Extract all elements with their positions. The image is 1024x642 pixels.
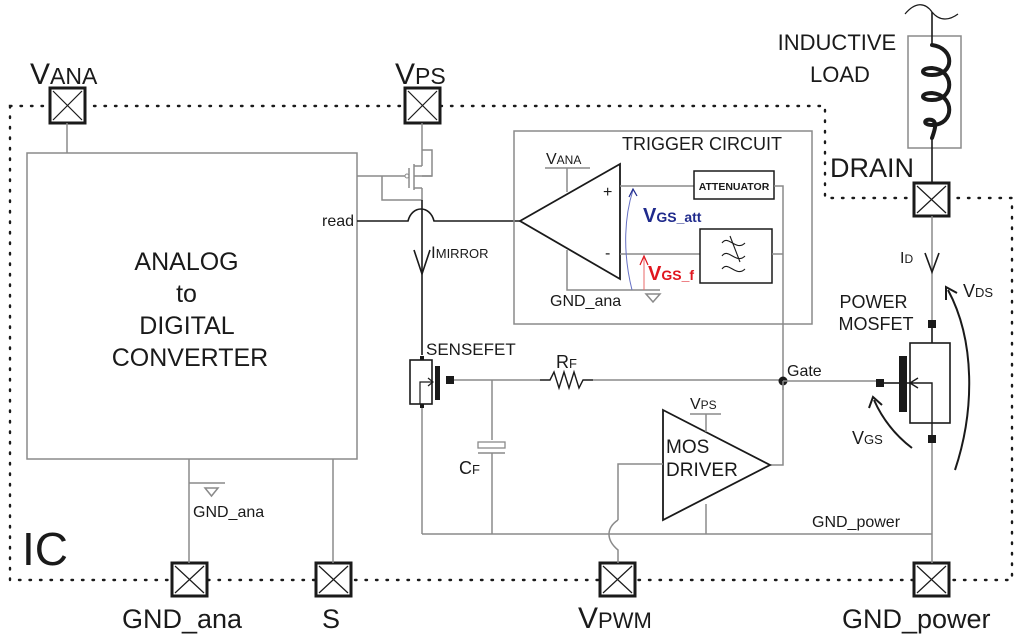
pad-label-v-pwm: VPWM	[578, 602, 652, 635]
vgs-att-label: VGS_att	[643, 205, 702, 227]
attenuator-block	[693, 170, 775, 200]
pad-label-v-ps: VPS	[395, 58, 446, 91]
comparator-plus: +	[603, 184, 612, 201]
pad-v-ps[interactable]	[403, 86, 442, 125]
mirror-pmos	[357, 149, 433, 201]
pwm-crossover	[608, 519, 619, 563]
pad-v-pwm[interactable]	[598, 561, 637, 598]
vgs-arrow	[873, 399, 913, 449]
pad-label-gnd-power: GND_power	[842, 604, 991, 634]
trigger-title: TRIGGER CIRCUIT	[622, 134, 782, 154]
gate-label: Gate	[787, 363, 822, 380]
filter-block	[699, 228, 773, 284]
inductor-coil	[921, 43, 952, 140]
ground-symbol-trigger	[644, 293, 662, 304]
vds-label: VDS	[963, 281, 993, 301]
vgs-label: VGS	[852, 428, 883, 448]
adc-block	[26, 152, 358, 460]
ic-label: IC	[22, 523, 68, 575]
cf-capacitor	[477, 441, 506, 449]
comparator-minus: -	[605, 245, 610, 262]
id-arrow	[924, 252, 940, 275]
mirror-current-label: IMIRROR	[431, 243, 488, 262]
id-label: ID	[900, 250, 913, 267]
cf-label: CF	[459, 458, 480, 478]
inductive-load-box	[907, 35, 962, 149]
pad-v-ana[interactable]	[48, 86, 87, 125]
pad-s[interactable]	[314, 561, 353, 598]
inductive-load-label: INDUCTIVE LOAD	[778, 30, 903, 87]
read-wire	[357, 208, 520, 222]
pad-gnd-ana[interactable]	[170, 561, 209, 598]
adc-label: ANALOG to DIGITAL CONVERTER	[112, 248, 269, 372]
trigger-circuit-block	[513, 130, 813, 325]
mirror-current-arrow	[413, 249, 431, 277]
pad-drain[interactable]	[912, 181, 951, 218]
trigger-gnd-label: GND_ana	[550, 293, 621, 310]
adc-gnd-label: GND_ana	[193, 504, 264, 521]
attenuator-label: ATTENUATOR	[699, 181, 770, 193]
mos-driver-triangle	[662, 408, 772, 522]
pad-label-v-ana: VANA	[30, 58, 98, 91]
power-mosfet-symbol	[876, 320, 951, 443]
vgs-f-label: VGS_f	[648, 263, 694, 285]
vds-arrow	[947, 289, 971, 471]
pad-gnd-power[interactable]	[912, 561, 951, 598]
power-mosfet-label: POWER MOSFET	[839, 292, 914, 334]
read-label: read	[322, 213, 354, 230]
trigger-supply-label: VANA	[546, 151, 581, 168]
comparator-triangle	[518, 162, 621, 281]
pad-label-gnd-ana: GND_ana	[122, 604, 243, 634]
rf-resistor	[540, 369, 593, 391]
rf-label: RF	[556, 352, 577, 372]
pad-label-s: S	[322, 604, 340, 634]
gnd-power-label: GND_power	[812, 514, 901, 531]
mos-driver-label: MOS DRIVER	[666, 437, 738, 481]
sensefet-symbol	[409, 356, 454, 408]
driver-supply-label: VPS	[690, 396, 717, 413]
pad-label-drain: DRAIN	[830, 153, 914, 183]
sensefet-label: SENSEFET	[426, 340, 516, 359]
ic-boundary	[8, 104, 1014, 582]
filter-icon	[721, 235, 746, 273]
ground-symbol-adc	[203, 487, 220, 498]
